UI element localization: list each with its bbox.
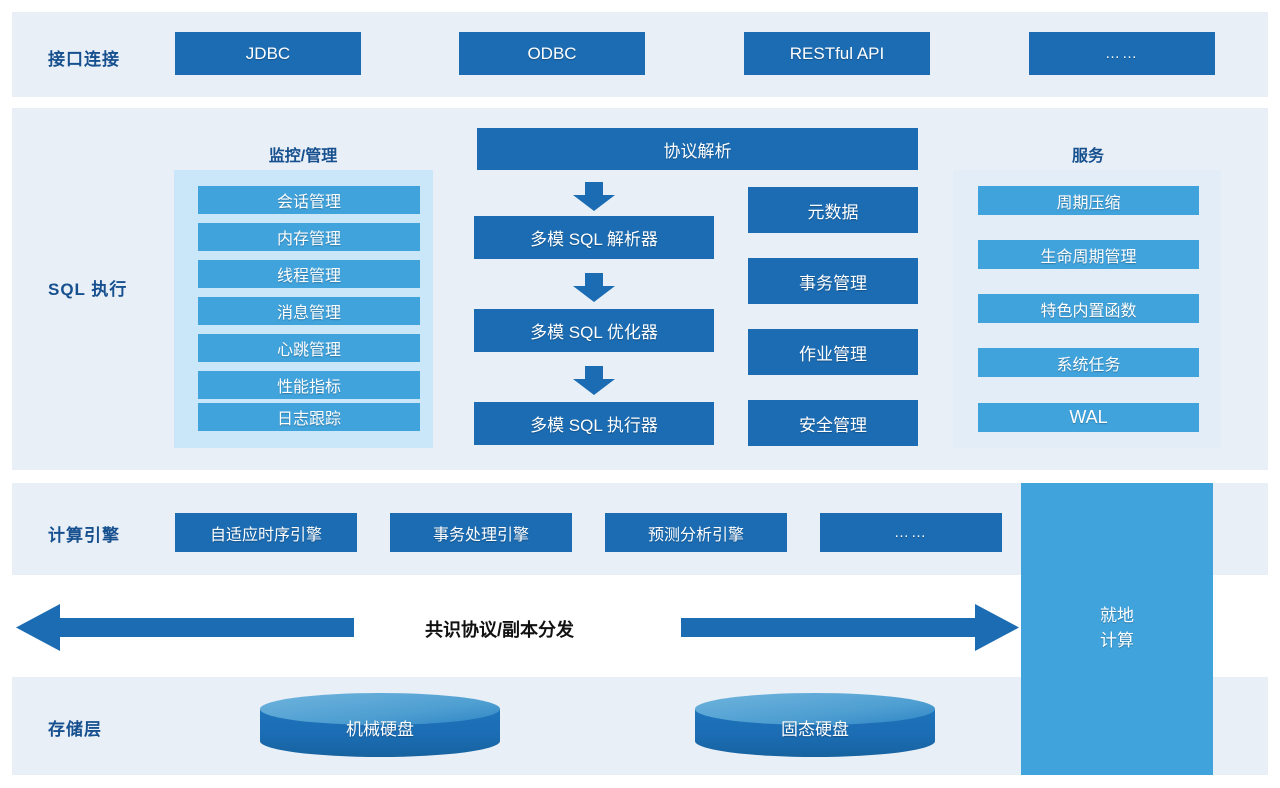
compute-engine-item-transaction-processing[interactable]: 事务处理引擎 [390,513,572,552]
monitor-item-heartbeat[interactable]: 心跳管理 [198,334,420,362]
pipeline-step-optimizer[interactable]: 多模 SQL 优化器 [474,309,714,352]
service-item-builtin-functions[interactable]: 特色内置函数 [978,294,1199,323]
monitor-item-session[interactable]: 会话管理 [198,186,420,214]
interface-item-jdbc[interactable]: JDBC [175,32,361,75]
monitor-item-log-trace[interactable]: 日志跟踪 [198,403,420,431]
pipeline-step-executor[interactable]: 多模 SQL 执行器 [474,402,714,445]
in-situ-compute-bar[interactable]: 就地 计算 [1021,483,1213,775]
monitor-item-performance[interactable]: 性能指标 [198,371,420,399]
pipeline-header-protocol-parse[interactable]: 协议解析 [477,128,918,170]
service-item-periodic-compression[interactable]: 周期压缩 [978,186,1199,215]
service-section-title: 服务 [1071,148,1104,165]
interface-item-more[interactable]: …… [1029,32,1215,75]
pipeline-arrow-2 [572,273,616,303]
pipeline-arrow-3 [572,366,616,396]
management-item-security[interactable]: 安全管理 [748,400,918,446]
service-item-system-tasks[interactable]: 系统任务 [978,348,1199,377]
sql-execution-layer-label: SQL 执行 [48,280,128,299]
storage-item-ssd[interactable]: 固态硬盘 [695,693,935,757]
management-item-metadata[interactable]: 元数据 [748,187,918,233]
storage-item-hdd[interactable]: 机械硬盘 [260,693,500,757]
compute-engine-item-predictive-analytics[interactable]: 预测分析引擎 [605,513,787,552]
compute-engine-layer-label: 计算引擎 [48,526,120,545]
storage-layer-panel-right [1213,677,1268,775]
consensus-label: 共识协议/副本分发 [425,620,575,640]
consensus-arrow-right [681,604,1019,656]
service-item-wal[interactable]: WAL [978,403,1199,432]
interface-item-odbc[interactable]: ODBC [459,32,645,75]
interface-item-restful-api[interactable]: RESTful API [744,32,930,75]
interface-layer-label: 接口连接 [48,50,120,69]
pipeline-step-parser[interactable]: 多模 SQL 解析器 [474,216,714,259]
monitor-item-thread[interactable]: 线程管理 [198,260,420,288]
pipeline-arrow-1 [572,182,616,212]
monitor-item-message[interactable]: 消息管理 [198,297,420,325]
compute-engine-item-adaptive-timeseries[interactable]: 自适应时序引擎 [175,513,357,552]
consensus-arrow-left [16,604,354,656]
monitor-item-memory[interactable]: 内存管理 [198,223,420,251]
management-item-job[interactable]: 作业管理 [748,329,918,375]
service-item-lifecycle-management[interactable]: 生命周期管理 [978,240,1199,269]
management-item-transaction[interactable]: 事务管理 [748,258,918,304]
storage-layer-label: 存储层 [48,720,102,739]
monitor-section-title: 监控/管理 [268,148,338,165]
compute-engine-item-more[interactable]: …… [820,513,1002,552]
